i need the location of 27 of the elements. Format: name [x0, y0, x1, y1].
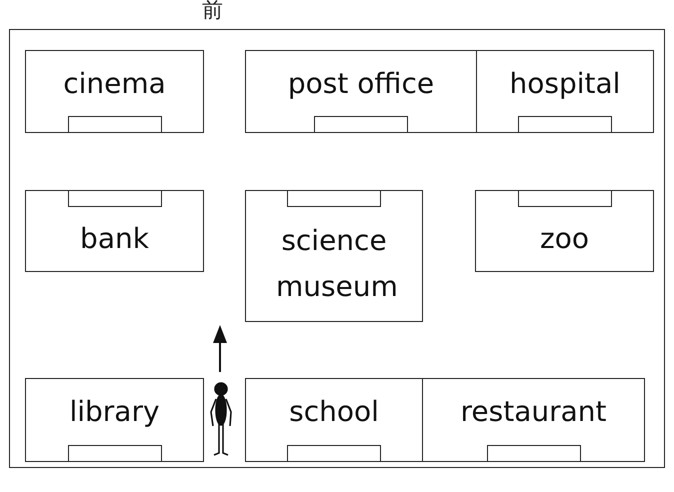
building-name: hospital [508, 66, 622, 102]
door-mark [68, 116, 162, 133]
building-box [25, 50, 204, 133]
door-mark [68, 445, 162, 462]
building-name: school [288, 394, 380, 430]
building-name: zoo [539, 221, 590, 257]
building-box [25, 378, 204, 462]
building-box [245, 378, 423, 462]
building-name: bank [79, 221, 150, 257]
door-mark [287, 190, 381, 207]
door-mark [287, 445, 381, 462]
building-box [245, 50, 477, 133]
door-mark [518, 116, 612, 133]
heading-label: 前 [202, 0, 223, 23]
building-name: cinema [62, 66, 167, 102]
building-name: restaurant [460, 394, 608, 430]
door-mark [487, 445, 581, 462]
building-name: post office [286, 66, 436, 102]
building-box [245, 190, 423, 322]
building-box [476, 50, 654, 133]
building-box [422, 378, 645, 462]
building-box [475, 190, 654, 272]
door-mark [68, 190, 162, 207]
building-name: library [68, 394, 161, 430]
door-mark [314, 116, 408, 133]
door-mark [518, 190, 612, 207]
building-box [25, 190, 204, 272]
